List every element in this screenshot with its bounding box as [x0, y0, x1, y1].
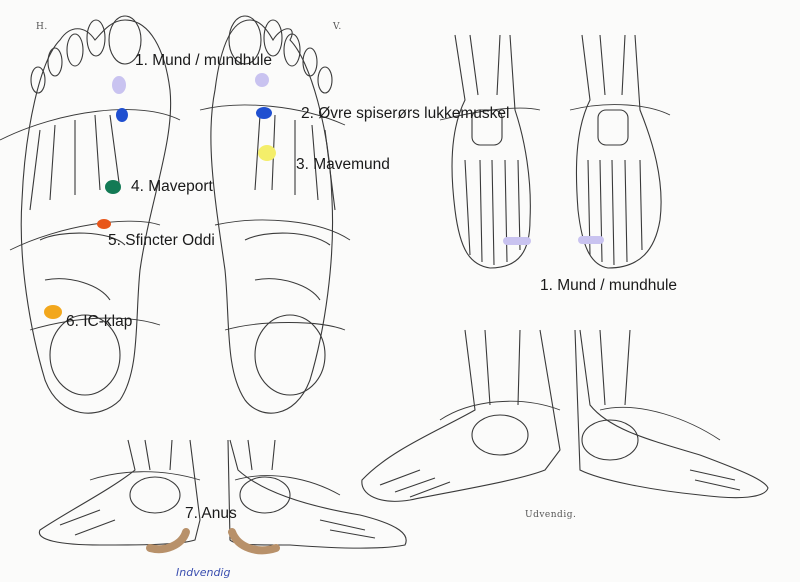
- label-sphincter-oddi: 5. Sfincter Oddi: [108, 232, 215, 249]
- marker-cardia: [258, 145, 276, 161]
- label-mouth: 1. Mund / mundhule: [135, 52, 273, 69]
- marker-mouth-right: [255, 73, 269, 87]
- lateral-feet-drawing: [361, 329, 769, 502]
- marker-oddi: [97, 219, 111, 229]
- marker-mouth-dorsal-right: [578, 236, 604, 244]
- right-foot-corner-label: V.: [333, 22, 342, 32]
- marker-mouth-left: [112, 76, 126, 94]
- label-anus: 7. Anus: [185, 505, 237, 522]
- label-upper-esophageal: 2. Øvre spiserørs lukkemuskel: [301, 105, 510, 122]
- caption-inner: Indvendig: [176, 566, 231, 579]
- label-pylorus: 4. Maveport: [131, 178, 213, 195]
- label-ic-valve: 6. IC-klap: [66, 313, 133, 330]
- label-cardia: 3. Mavemund: [296, 156, 390, 173]
- colored-markers: [44, 73, 604, 555]
- medial-feet-drawing: [38, 439, 407, 549]
- left-sole-drawing: [0, 15, 181, 414]
- caption-outer: Udvendig.: [525, 510, 577, 520]
- marker-esophagus-right: [256, 107, 272, 119]
- label-mouth-dorsal: 1. Mund / mundhule: [540, 277, 678, 294]
- left-foot-corner-label: H.: [36, 22, 48, 32]
- right-sole-drawing: [199, 15, 351, 414]
- marker-pylorus: [105, 180, 121, 194]
- marker-esophagus-left: [116, 108, 128, 122]
- marker-ic-valve: [44, 305, 62, 319]
- marker-mouth-dorsal-left: [503, 237, 531, 245]
- dorsal-feet-drawing: [439, 34, 671, 269]
- marker-anus-left: [146, 528, 190, 554]
- marker-anus-right: [228, 528, 280, 555]
